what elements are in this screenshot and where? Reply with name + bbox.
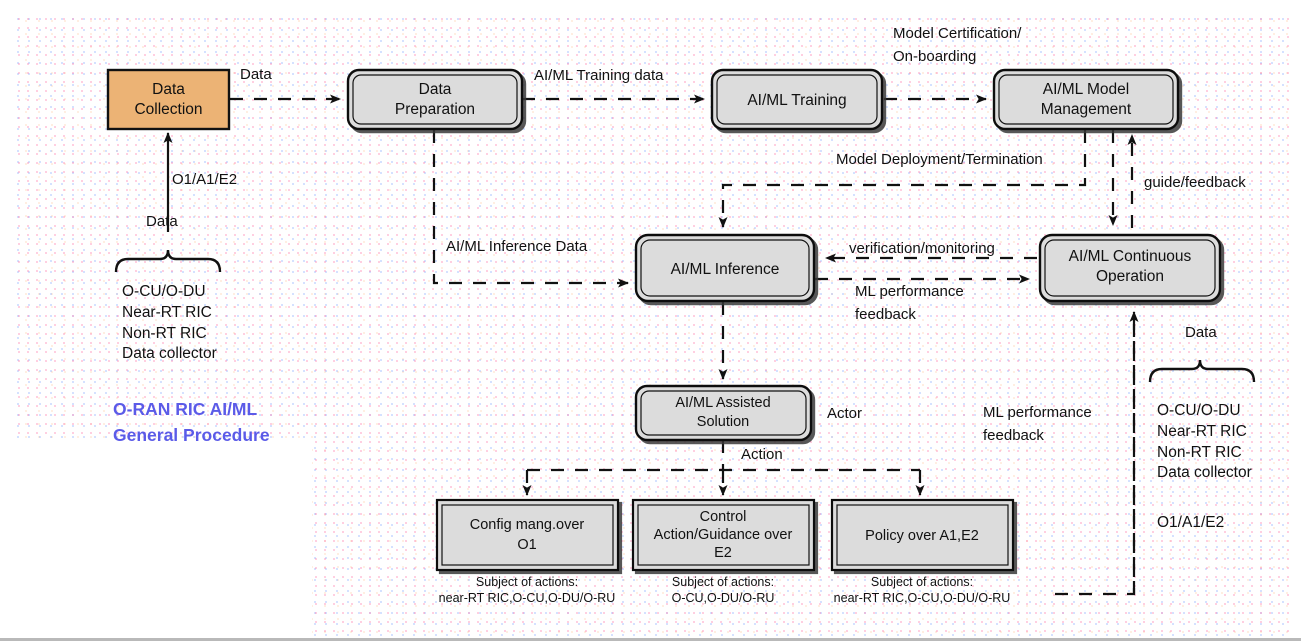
edge-label-verification-monitoring: verification/monitoring [849, 240, 995, 257]
node-data-preparation[interactable]: Data Preparation [346, 68, 524, 131]
subject-value-config: near-RT RIC,O-CU,O-DU/O-RU [439, 591, 616, 605]
node-label: E2 [714, 545, 732, 561]
left-source-brace [114, 249, 222, 273]
edge-label-inference-data: AI/ML Inference Data [446, 238, 588, 255]
edge-label-ml-performance-right-2: feedback [983, 427, 1044, 444]
edge-label-ml-performance-2: feedback [855, 306, 916, 323]
right-source-2: Non-RT RIC [1157, 444, 1242, 461]
edge-model-deployment-to-inference [718, 130, 1087, 228]
node-label: Operation [1096, 268, 1164, 285]
node-label: Preparation [395, 101, 475, 118]
edge-label-actor: Actor [827, 405, 862, 422]
node-assisted-solution[interactable]: AI/ML Assisted Solution [634, 384, 813, 442]
edge-label-model-deployment: Model Deployment/Termination [836, 151, 1043, 168]
node-label: AI/ML Model [1043, 81, 1129, 98]
edge-label-training-data: AI/ML Training data [534, 67, 664, 84]
node-label: AI/ML Training [747, 92, 846, 109]
node-aiml-inference[interactable]: AI/ML Inference [634, 233, 816, 303]
node-label: AI/ML Continuous [1069, 248, 1192, 265]
node-label: Management [1041, 101, 1132, 118]
node-aiml-training[interactable]: AI/ML Training [710, 68, 884, 131]
right-interface-label: O1/A1/E2 [1157, 514, 1224, 531]
node-control-action-e2[interactable]: Control Action/Guidance over E2 [631, 498, 816, 572]
node-label: Data [419, 81, 452, 98]
edge-preparation-to-inference [432, 130, 629, 288]
node-label: O1 [517, 537, 536, 553]
right-source-3: Data collector [1157, 464, 1252, 481]
node-data-collection[interactable]: Data Collection [106, 68, 231, 131]
subject-heading-policy: Subject of actions: [871, 575, 973, 589]
edge-label-guide-feedback: guide/feedback [1144, 174, 1246, 191]
node-label: AI/ML Inference [671, 261, 780, 278]
page-title-line1: O-RAN RIC AI/ML [113, 399, 258, 419]
edge-label-ml-performance-1: ML performance [855, 283, 964, 300]
right-source-1: Near-RT RIC [1157, 423, 1247, 440]
left-source-1: Near-RT RIC [122, 304, 212, 321]
edge-bottom-feedback-to-continuous-operation [1055, 311, 1139, 596]
node-label: Data [152, 81, 185, 98]
left-source-0: O-CU/O-DU [122, 283, 206, 300]
right-source-brace [1148, 359, 1256, 383]
edge-label-model-certification-1: Model Certification/ [893, 25, 1022, 42]
left-source-2: Non-RT RIC [122, 325, 207, 342]
left-interface-label: O1/A1/E2 [172, 171, 237, 188]
edge-label-data-top: Data [240, 66, 272, 83]
node-continuous-operation[interactable]: AI/ML Continuous Operation [1038, 233, 1222, 303]
node-label: Action/Guidance over [654, 527, 793, 543]
node-policy-a1-e2[interactable]: Policy over A1,E2 [830, 498, 1015, 572]
subject-heading-control: Subject of actions: [672, 575, 774, 589]
page-title-line2: General Procedure [113, 425, 270, 445]
subject-value-control: O-CU,O-DU/O-RU [672, 591, 775, 605]
node-label: Config mang.over [470, 517, 585, 533]
node-config-mgmt-o1[interactable]: Config mang.over O1 [435, 498, 620, 572]
node-label: Control [700, 509, 747, 525]
bottom-rule [0, 638, 1301, 641]
node-label: AI/ML Assisted [675, 395, 770, 411]
right-margin [1293, 0, 1301, 644]
node-label: Policy over A1,E2 [865, 528, 979, 544]
subject-heading-config: Subject of actions: [476, 575, 578, 589]
left-source-3: Data collector [122, 345, 217, 362]
node-label: Solution [697, 414, 749, 430]
background-white-patch [0, 440, 312, 636]
edge-label-model-certification-2: On-boarding [893, 48, 976, 65]
edge-label-ml-performance-right-1: ML performance [983, 404, 1092, 421]
node-model-management[interactable]: AI/ML Model Management [992, 68, 1180, 131]
right-source-0: O-CU/O-DU [1157, 402, 1241, 419]
subject-value-policy: near-RT RIC,O-CU,O-DU/O-RU [834, 591, 1011, 605]
top-margin [0, 0, 1301, 12]
edge-label-action: Action [741, 446, 783, 463]
left-data-label: Data [146, 213, 178, 230]
right-data-label: Data [1185, 324, 1217, 341]
left-margin [0, 0, 16, 644]
node-label: Collection [134, 101, 202, 118]
